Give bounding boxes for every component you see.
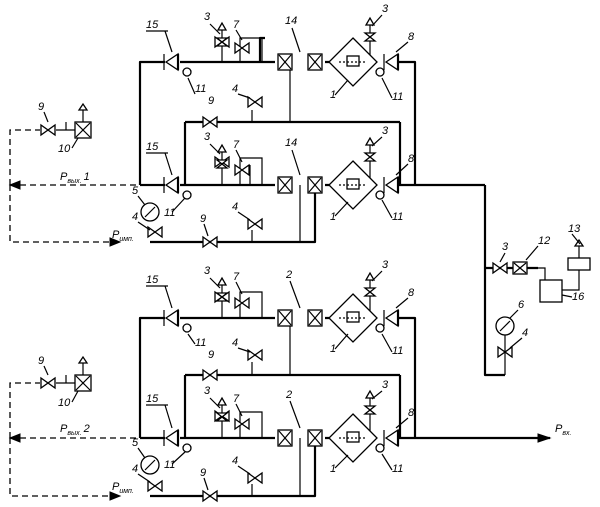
regulation-line-upper bbox=[138, 17, 485, 248]
callout-14: 14 bbox=[285, 15, 297, 27]
callout-3: 3 bbox=[204, 11, 211, 23]
callout-13: 13 bbox=[568, 223, 581, 235]
callout-5: 5 bbox=[132, 185, 139, 197]
callout-9: 9 bbox=[200, 467, 206, 479]
callout-9: 9 bbox=[38, 355, 44, 367]
callout-9: 9 bbox=[208, 95, 214, 107]
callout-3: 3 bbox=[204, 131, 211, 143]
callout-5: 5 bbox=[132, 437, 139, 449]
callout-11: 11 bbox=[392, 463, 403, 475]
callout-15: 15 bbox=[146, 141, 159, 153]
callout-4: 4 bbox=[232, 201, 238, 213]
callout-7: 7 bbox=[233, 19, 240, 31]
callout-8: 8 bbox=[408, 31, 415, 43]
callout-4: 4 bbox=[232, 83, 238, 95]
label-p-imp-1: Римп. bbox=[112, 229, 134, 243]
callout-9: 9 bbox=[208, 349, 214, 361]
callout-11: 11 bbox=[195, 83, 206, 95]
callout-14: 14 bbox=[285, 137, 297, 149]
callout-1: 1 bbox=[330, 343, 336, 355]
callout-7: 7 bbox=[233, 271, 240, 283]
callout-15: 15 bbox=[146, 274, 159, 286]
callout-11: 11 bbox=[164, 207, 175, 219]
callout-7: 7 bbox=[233, 139, 240, 151]
callout-10: 10 bbox=[58, 143, 71, 155]
label-p-out-1: Рвых.1 bbox=[60, 171, 90, 185]
pressure-labels: Рвых.1 Римп. Рвых.2 Римп. Рвх. bbox=[60, 171, 571, 495]
label-p-in: Рвх. bbox=[555, 423, 571, 437]
outlet-lines bbox=[8, 102, 140, 501]
callout-3: 3 bbox=[382, 259, 389, 271]
callout-11: 11 bbox=[392, 91, 403, 103]
callout-12: 12 bbox=[538, 235, 550, 247]
callout-11: 11 bbox=[195, 337, 206, 349]
callout-11: 11 bbox=[392, 345, 403, 357]
callout-1: 1 bbox=[330, 89, 336, 101]
callout-4: 4 bbox=[132, 211, 138, 223]
callout-2: 2 bbox=[285, 269, 292, 281]
callout-15: 15 bbox=[146, 19, 159, 31]
callout-8: 8 bbox=[408, 153, 415, 165]
callout-4: 4 bbox=[232, 455, 238, 467]
callout-3: 3 bbox=[204, 385, 211, 397]
callout-3: 3 bbox=[204, 265, 211, 277]
callout-9: 9 bbox=[38, 101, 44, 113]
callout-9: 9 bbox=[200, 213, 206, 225]
callout-3: 3 bbox=[382, 3, 389, 15]
callout-3: 3 bbox=[382, 379, 389, 391]
callout-6: 6 bbox=[518, 299, 525, 311]
callout-4: 4 bbox=[522, 327, 528, 339]
callout-16: 16 bbox=[572, 291, 585, 303]
callout-1: 1 bbox=[330, 463, 336, 475]
callout-7: 7 bbox=[233, 393, 240, 405]
regulation-line-lower bbox=[138, 272, 550, 502]
callout-8: 8 bbox=[408, 407, 415, 419]
callout-3: 3 bbox=[502, 241, 509, 253]
callout-4: 4 bbox=[232, 337, 238, 349]
inlet-collector bbox=[483, 185, 591, 443]
label-p-out-2: Рвых.2 bbox=[60, 423, 90, 437]
callout-1: 1 bbox=[330, 211, 336, 223]
callout-4: 4 bbox=[132, 463, 138, 475]
callout-11: 11 bbox=[392, 211, 403, 223]
callout-8: 8 bbox=[408, 287, 415, 299]
callout-numbers: 15 3 7 14 3 8 11 4 9 1 11 9 10 15 3 7 14… bbox=[38, 3, 585, 491]
callout-2: 2 bbox=[285, 389, 292, 401]
callout-10: 10 bbox=[58, 397, 71, 409]
callout-15: 15 bbox=[146, 393, 159, 405]
callout-11: 11 bbox=[164, 459, 175, 471]
callout-3: 3 bbox=[382, 125, 389, 137]
label-p-imp-2: Римп. bbox=[112, 481, 134, 495]
